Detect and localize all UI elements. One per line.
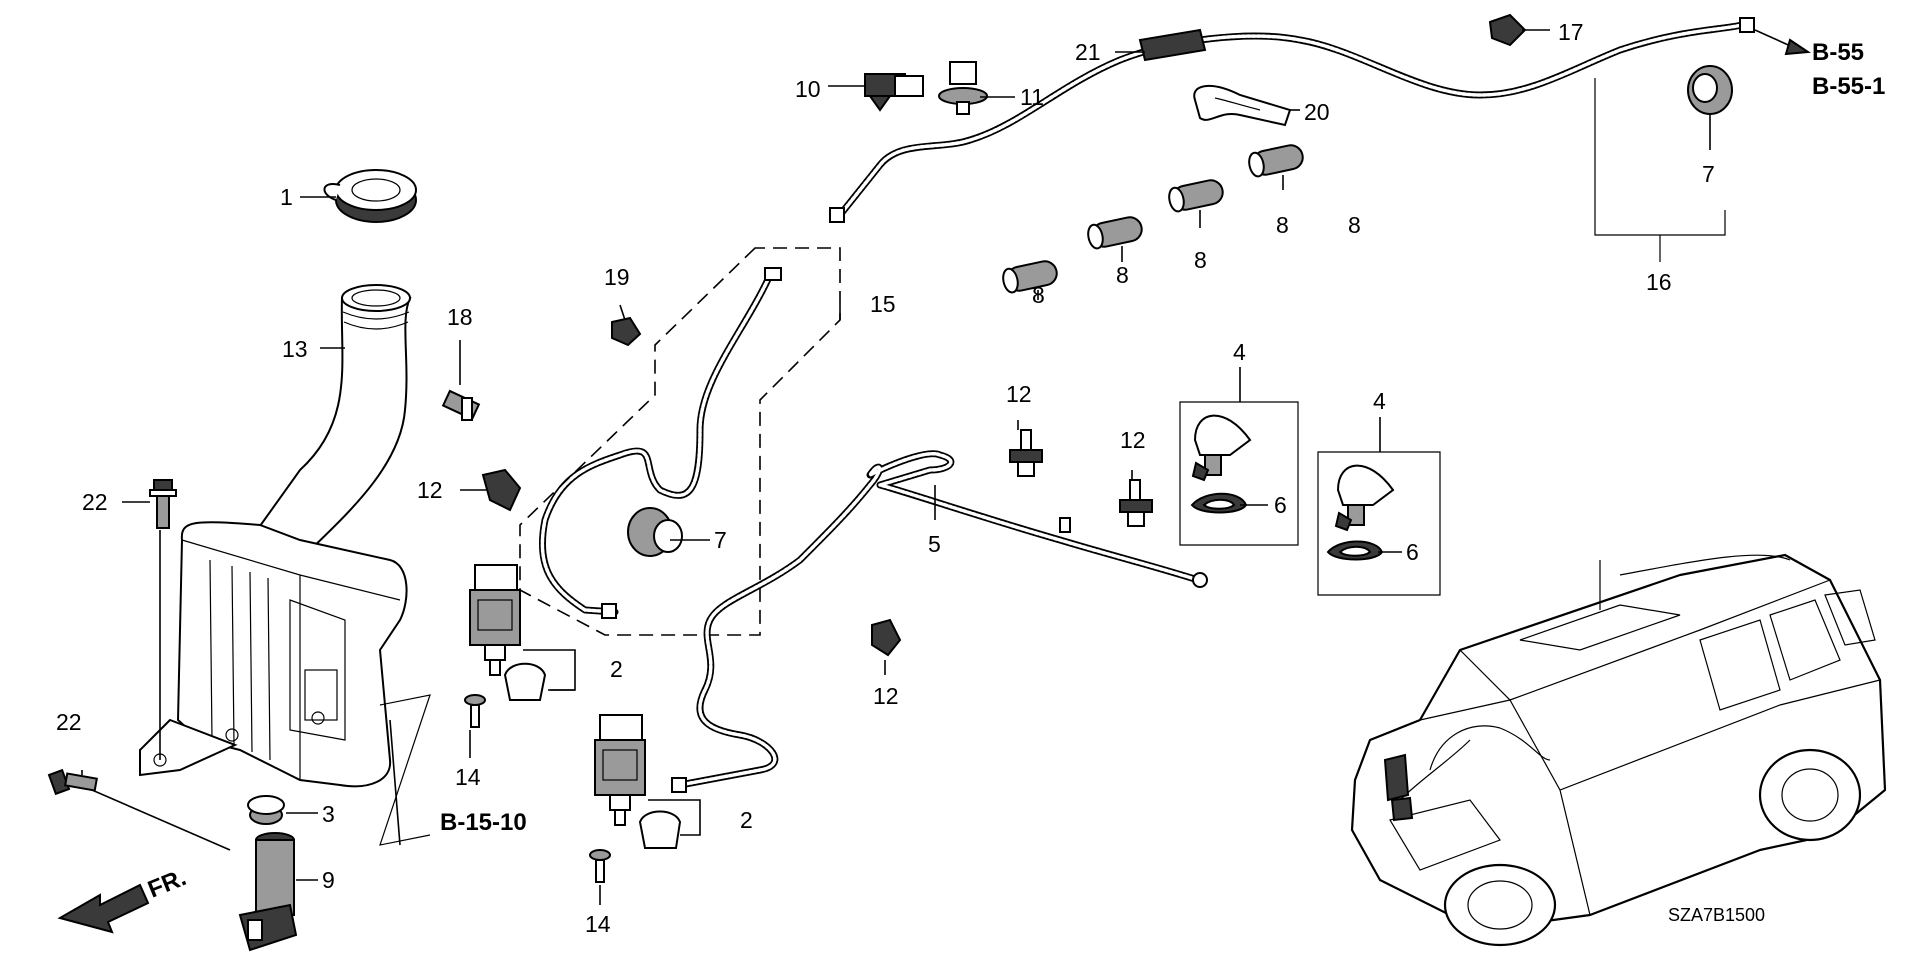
nozzle-4-right-box (1317, 451, 1441, 596)
washer-nozzle-right[interactable] (1334, 464, 1395, 532)
callout-21: 21 (1075, 39, 1101, 65)
callout-4-right: 4 (1373, 388, 1386, 414)
grommet-7-right[interactable] (1687, 65, 1733, 115)
washer-tank[interactable] (139, 284, 412, 788)
callout-17: 17 (1558, 19, 1584, 45)
nozzle-4-left-box (1179, 401, 1299, 546)
callout-labels: 1 2 2 3 4 4 5 6 6 7 7 8 8 8 8 9 10 11 12… (56, 19, 1715, 937)
flange-bolt-upper[interactable] (149, 479, 177, 529)
callout-19: 19 (604, 264, 630, 290)
callout-2-upper: 2 (610, 656, 623, 682)
front-direction-label: FR. (144, 864, 190, 904)
clip-18[interactable] (441, 389, 481, 421)
callout-4-left: 4 (1233, 339, 1246, 365)
vehicle-illustration (1350, 553, 1887, 947)
washer-hose-15[interactable] (538, 267, 782, 619)
motor-seal-upper[interactable] (503, 662, 547, 701)
callout-8-d: 8 (1276, 212, 1289, 238)
callout-7-right: 7 (1702, 161, 1715, 187)
washer-hose-5[interactable] (671, 450, 1208, 793)
screw-14-lower[interactable] (589, 849, 611, 883)
callout-2-lower: 2 (740, 807, 753, 833)
clip-19[interactable] (611, 316, 642, 347)
reference-b-15-10[interactable]: B-15-10 (440, 809, 527, 836)
callout-14-upper: 14 (455, 764, 481, 790)
level-sensor[interactable] (238, 832, 298, 952)
callout-11: 11 (1020, 84, 1044, 110)
callout-20: 20 (1304, 99, 1330, 125)
callout-18: 18 (447, 304, 473, 330)
rear-washer-hose[interactable] (829, 17, 1755, 223)
callout-16: 16 (1646, 269, 1672, 295)
callout-22-upper: 22 (82, 489, 108, 515)
nozzle-seal-right[interactable] (1326, 540, 1384, 561)
clamp-20[interactable] (1193, 84, 1292, 127)
callout-12-bottom: 12 (873, 683, 899, 709)
callout-14-lower: 14 (585, 911, 611, 937)
clip-12-right[interactable] (1119, 479, 1153, 527)
callout-7-middle: 7 (714, 527, 727, 553)
callout-1: 1 (280, 184, 293, 210)
clip-10[interactable] (864, 73, 924, 112)
callout-5: 5 (928, 531, 941, 557)
grommet-7-middle[interactable] (627, 507, 683, 557)
callout-3: 3 (322, 801, 335, 827)
callout-22-lower: 22 (56, 709, 82, 735)
reference-b-55-1[interactable]: B-55-1 (1812, 73, 1885, 100)
grommet[interactable] (247, 795, 285, 825)
clip-12-center[interactable] (1009, 429, 1043, 477)
diagram-code: SZA7B1500 (1668, 905, 1765, 925)
callout-6-right: 6 (1406, 539, 1419, 565)
callout-6-left: 6 (1274, 492, 1287, 518)
front-direction-arrow-icon (57, 883, 150, 934)
motor-seal-lower[interactable] (638, 810, 682, 849)
callout-12-right: 12 (1120, 427, 1146, 453)
grommet-11[interactable] (938, 61, 988, 115)
nozzle-seal-left[interactable] (1190, 492, 1248, 514)
callout-13: 13 (282, 336, 308, 362)
washer-nozzle-left[interactable] (1191, 414, 1252, 482)
pad-21[interactable] (1138, 28, 1207, 62)
callout-8-c: 8 (1194, 247, 1207, 273)
callout-15: 15 (870, 291, 896, 317)
callout-12-left: 12 (417, 477, 443, 503)
callout-12-center: 12 (1006, 381, 1032, 407)
callout-10: 10 (795, 76, 821, 102)
hose-15-outline (519, 247, 841, 636)
reference-b-55[interactable]: B-55 (1812, 39, 1864, 66)
clip-12-left[interactable] (481, 468, 522, 512)
clip-12-bottom[interactable] (871, 618, 902, 657)
leader-lines (81, 29, 1711, 905)
washer-motor-upper[interactable] (469, 564, 521, 676)
callout-9: 9 (322, 867, 335, 893)
callout-8-a: 8 (1032, 282, 1045, 308)
flange-bolt-lower[interactable] (47, 768, 98, 796)
screw-14-upper[interactable] (464, 694, 486, 728)
callout-8-b: 8 (1116, 262, 1129, 288)
b-55-arrow-icon (1784, 38, 1811, 56)
washer-motor-lower[interactable] (594, 714, 646, 826)
b15-10-arrow (379, 694, 431, 846)
callout-8-e: 8 (1348, 212, 1361, 238)
hose-sleeves[interactable] (1001, 143, 1305, 294)
tank-cap[interactable] (323, 169, 417, 223)
clip-17[interactable] (1488, 13, 1527, 47)
